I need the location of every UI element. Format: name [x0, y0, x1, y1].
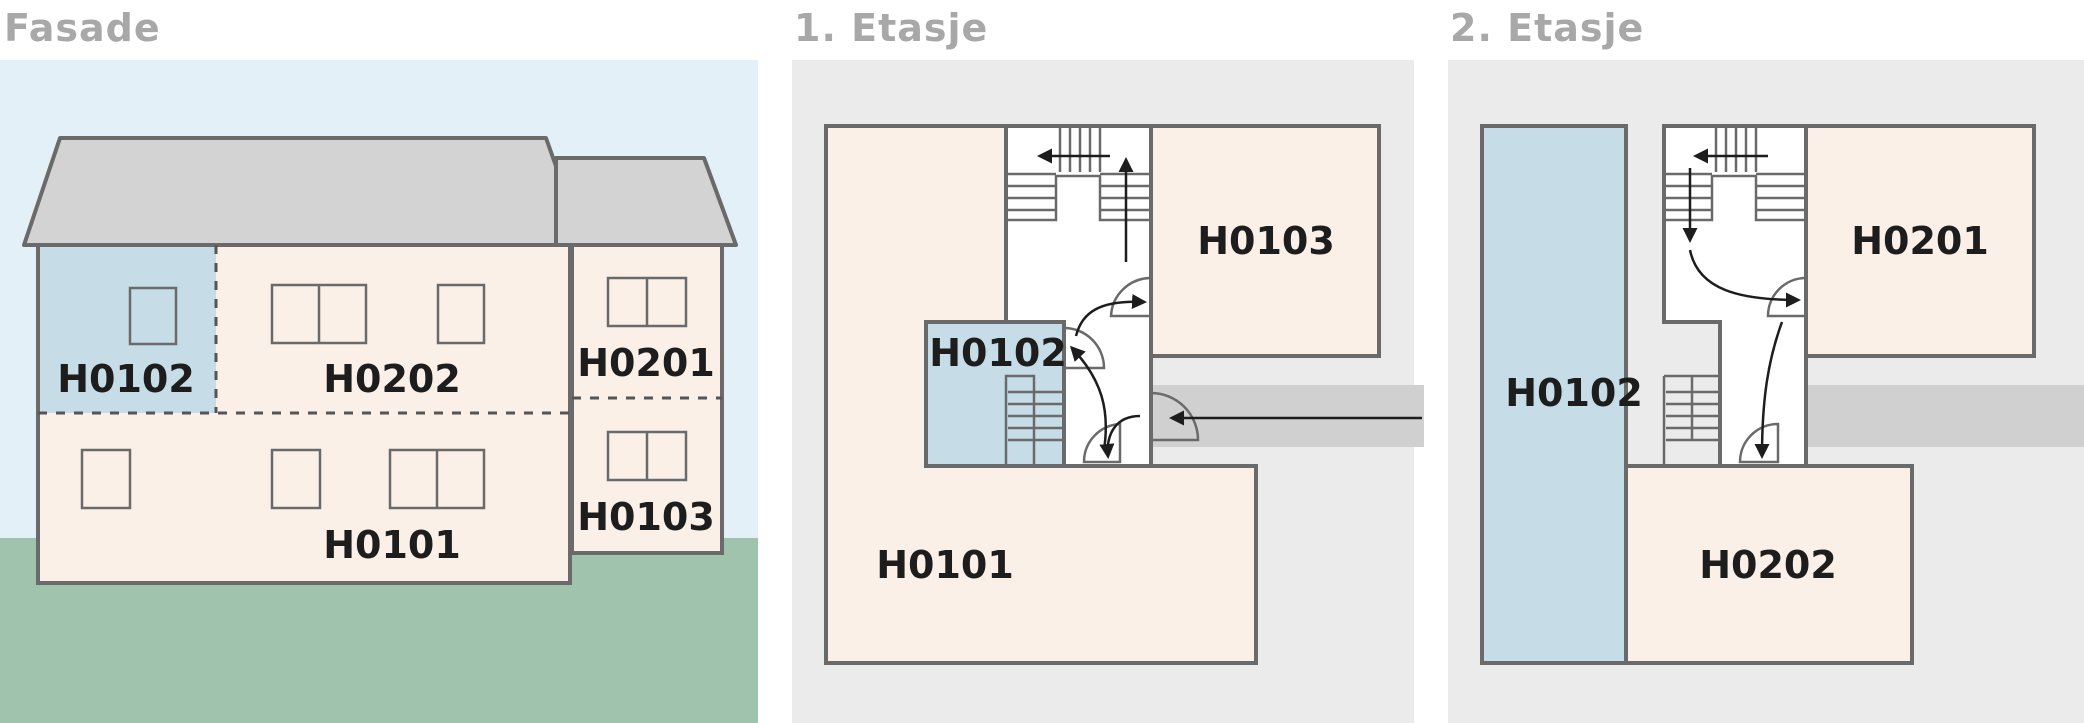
facade-unit-h0101-area: [38, 413, 570, 583]
facade-title: Fasade: [4, 6, 161, 50]
floor1-panel: H0101 H0102 H0103: [792, 60, 1424, 723]
floor1-outdoor-path: [1150, 385, 1424, 447]
floor2-unit-h0201: [1804, 124, 2036, 358]
floor1-title: 1. Etasje: [794, 6, 989, 50]
arrow-icon: [1099, 414, 1141, 459]
door-icon: [1738, 422, 1780, 464]
floor2-label-h0201: H0201: [1851, 219, 1989, 263]
door-icon: [1149, 391, 1200, 442]
arrow-icon: [1074, 293, 1147, 337]
arrow-icon: [1069, 345, 1108, 451]
floor1-label-h0101: H0101: [876, 543, 1014, 587]
facade-unit-h0202-area: [216, 245, 570, 413]
facade-panel: H0102 H0202 H0201 H0101 H0103: [0, 60, 758, 723]
window: [270, 448, 322, 510]
window: [80, 448, 132, 510]
floor2-label-h0102: H0102: [1505, 371, 1643, 415]
facade-label-h0103: H0103: [577, 495, 715, 539]
floor1-stairs-top: [1006, 128, 1151, 222]
window: [436, 283, 486, 345]
facade-label-h0202: H0202: [323, 357, 461, 401]
door-icon: [1766, 276, 1808, 318]
floor2-outdoor-path: [1806, 385, 2084, 447]
floor1-label-h0102: H0102: [929, 331, 1067, 375]
floor2-panel: H0102 H0201 H0202: [1448, 60, 2084, 723]
facade-unit-h0102-area: [38, 245, 216, 413]
floor1-label-h0103: H0103: [1197, 219, 1335, 263]
floor1-unit-h0103: [1149, 124, 1381, 358]
facade-label-h0102: H0102: [57, 357, 195, 401]
facade-label-h0201: H0201: [577, 341, 715, 385]
floor2-label-h0202: H0202: [1699, 543, 1837, 587]
door-icon: [1082, 422, 1122, 464]
floor2-unit-h0102: [1480, 124, 1628, 665]
floor1-unit-h0102: [924, 320, 1066, 468]
arrow-icon: [1754, 321, 1784, 459]
floor2-unit-h0202: [1624, 464, 1914, 665]
door-icon: [1109, 276, 1153, 318]
floor2-title: 2. Etasje: [1450, 6, 1645, 50]
floor2-stairs-h0102: [1662, 374, 1720, 466]
window: [128, 286, 178, 346]
side-roof: [554, 156, 738, 247]
floor1-stairs-h0102: [1004, 374, 1062, 466]
floor2-stairs-top: [1664, 128, 1806, 222]
main-roof: [22, 136, 586, 247]
facade-label-h0101: H0101: [323, 523, 461, 567]
door-icon: [1062, 326, 1106, 370]
arrow-icon: [1688, 249, 1801, 308]
